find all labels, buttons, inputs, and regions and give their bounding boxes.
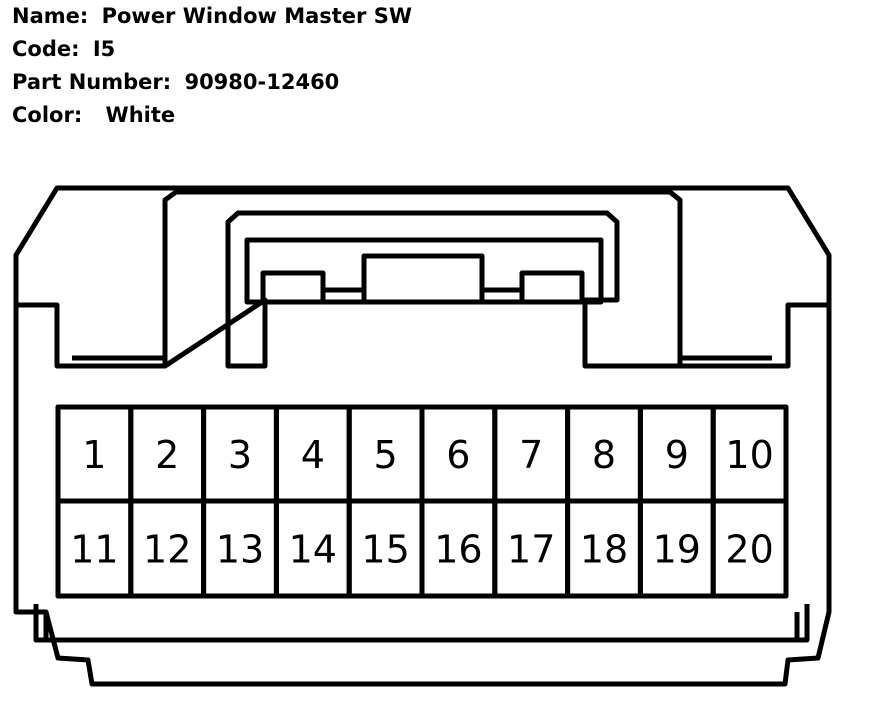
pin-number-6: 6 [446,433,470,477]
color-value: White [105,103,176,127]
pin-number-19: 19 [653,528,701,572]
housing-bottom-lip [33,604,810,643]
latch-center-tab [361,253,485,305]
pin-number-11: 11 [70,528,118,572]
part-number-value: 90980-12460 [184,70,340,94]
code-value: I5 [92,37,116,61]
pin-number-12: 12 [143,528,191,572]
pin-number-20: 20 [725,528,773,572]
name-label: Name: [12,4,89,28]
pin-number-13: 13 [216,528,264,572]
pin-number-5: 5 [374,433,398,477]
code-row: Code: I5 [12,33,412,66]
pin-number-3: 3 [228,433,252,477]
pin-number-4: 4 [301,433,325,477]
name-value: Power Window Master SW [101,4,413,28]
pin-number-1: 1 [82,433,106,477]
pin-number-16: 16 [434,528,482,572]
pin-number-9: 9 [665,433,689,477]
pin-number-2: 2 [155,433,179,477]
housing-right-step [680,302,829,369]
name-row: Name: Power Window Master SW [12,0,412,33]
part-number-label: Part Number: [12,70,172,94]
pin-cell-20 [710,498,789,599]
color-label: Color: [12,103,83,127]
latch-right-tab [519,270,585,305]
pin-number-17: 17 [507,528,555,572]
pin-number-14: 14 [289,528,337,572]
pin-number-7: 7 [519,433,543,477]
pin-number-10: 10 [725,433,773,477]
pin-number-8: 8 [592,433,616,477]
color-row: Color: White [12,99,412,132]
pin-number-15: 15 [361,528,409,572]
connector-housing-outline [13,185,832,687]
pin-number-18: 18 [580,528,628,572]
connector-info: Name: Power Window Master SW Code: I5 Pa… [12,0,412,132]
latch-left-tab [260,270,326,305]
housing-left-step [16,302,165,369]
part-number-row: Part Number: 90980-12460 [12,66,412,99]
latch-housing [162,189,683,369]
code-label: Code: [12,37,80,61]
